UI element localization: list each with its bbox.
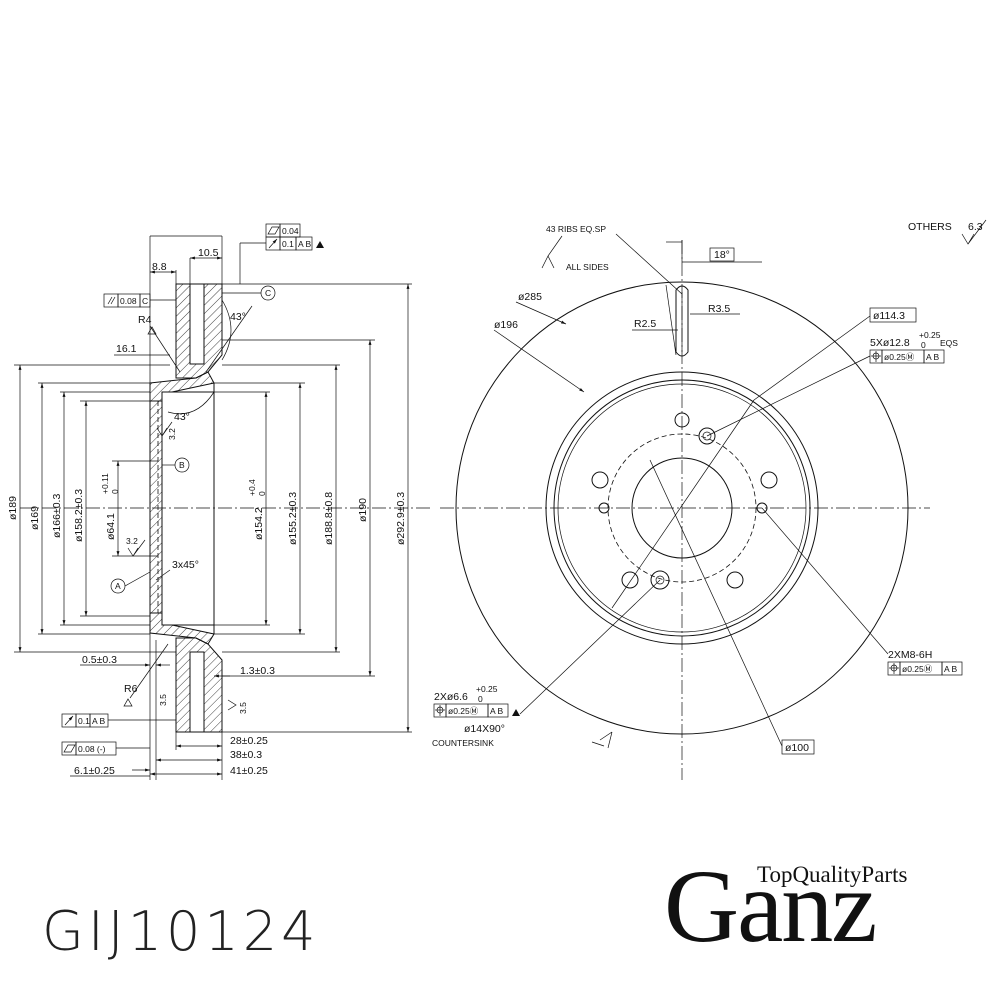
angle-18: 18° bbox=[714, 249, 730, 261]
center-bore bbox=[631, 457, 733, 559]
dim-0-5: 0.5±0.3 bbox=[82, 654, 117, 666]
brand-logo-name: Ganz bbox=[664, 849, 877, 964]
dim-d100: ø100 bbox=[785, 742, 809, 754]
radius-r4: R4 bbox=[138, 314, 152, 326]
brand-tagline: TopQualityParts bbox=[757, 862, 908, 887]
csk-note: ø14X90° bbox=[464, 723, 505, 735]
dim-d196: ø196 bbox=[494, 319, 518, 331]
pos-refs-1: A B bbox=[926, 352, 940, 362]
holes-note: 2Xø6.6 bbox=[434, 691, 468, 703]
studs-note: 5Xø12.8 bbox=[870, 337, 910, 349]
dim-d114-3: ø114.3 bbox=[873, 310, 905, 322]
others-note: OTHERS bbox=[908, 221, 952, 233]
pos-refs-3: A B bbox=[490, 706, 504, 716]
vent-channel-lower bbox=[189, 651, 205, 733]
holes-tol-bot: 0 bbox=[478, 694, 483, 704]
dim-6-1: 6.1±0.25 bbox=[74, 765, 115, 777]
gdt-flatness-bottom-value: 0.08 (-) bbox=[78, 744, 106, 754]
datum-b: B bbox=[179, 460, 185, 470]
thread-note: 2XM8-6H bbox=[888, 649, 932, 661]
friction-inner-edge bbox=[545, 371, 819, 645]
others-value: 6.3 bbox=[968, 221, 983, 233]
surface-3-5-b: 3.5 bbox=[238, 702, 248, 714]
countersink-hole bbox=[650, 570, 670, 590]
pos-tol-1: ø0.25Ⓜ bbox=[884, 352, 915, 362]
gdt-parallel-value: 0.08 bbox=[120, 296, 137, 306]
gdt-runout-refs: A B bbox=[298, 239, 312, 249]
locating-hole bbox=[674, 412, 690, 428]
dim-d158: ø158.2±0.3 bbox=[73, 489, 85, 542]
dim-d154-tol-bot: 0 bbox=[257, 491, 267, 496]
radius-r6: R6 bbox=[124, 683, 138, 695]
dim-d190: ø190 bbox=[357, 498, 369, 522]
dim-d64-tol-bot: 0 bbox=[110, 489, 120, 494]
pos-refs-2: A B bbox=[944, 664, 958, 674]
stud-hole bbox=[726, 571, 744, 589]
pos-tol-3: ø0.25Ⓜ bbox=[448, 706, 479, 716]
dim-d189: ø189 bbox=[7, 496, 19, 520]
countersink-note: COUNTERSINK bbox=[432, 738, 494, 748]
dim-41: 41±0.25 bbox=[230, 765, 268, 777]
dim-d154: ø154.2 bbox=[253, 507, 265, 540]
datum-a: A bbox=[115, 581, 121, 591]
dim-d154-tol-top: +0.4 bbox=[247, 479, 257, 496]
pos-tol-frame-3: ø0.25Ⓜ A B bbox=[433, 703, 509, 718]
pos-tol-frame-2: ø0.25Ⓜ A B bbox=[887, 661, 963, 676]
surface-3-2-b: 3.2 bbox=[126, 536, 138, 546]
dim-d169: ø169 bbox=[29, 506, 41, 530]
dim-28: 28±0.25 bbox=[230, 735, 268, 747]
front-view: 43 RIBS EQ.SP ALL SIDES OTHERS 6.3 18° R… bbox=[432, 219, 987, 780]
ribs-note: 43 RIBS EQ.SP bbox=[546, 224, 606, 234]
radius-r2-5: R2.5 bbox=[634, 318, 656, 330]
dim-d188: ø188.8±0.8 bbox=[323, 492, 335, 545]
dim-10-5: 10.5 bbox=[198, 247, 219, 259]
gdt-parallel-ref: C bbox=[142, 296, 148, 306]
gdt-runout-bottom-refs: A B bbox=[92, 716, 106, 726]
bolt-circle bbox=[607, 433, 757, 583]
dim-8-8: 8.8 bbox=[152, 261, 167, 273]
hat-outer-edge bbox=[553, 379, 811, 637]
dim-16-1: 16.1 bbox=[116, 343, 137, 355]
dim-d2929: ø292.9±0.3 bbox=[395, 492, 407, 545]
dim-38: 38±0.3 bbox=[230, 749, 262, 761]
stud-hole bbox=[760, 471, 778, 489]
all-sides-note: ALL SIDES bbox=[566, 262, 609, 272]
radius-r3-5: R3.5 bbox=[708, 303, 730, 315]
gdt-runout-bottom-value: 0.1 bbox=[78, 716, 90, 726]
vent-rib bbox=[675, 285, 689, 357]
pos-tol-frame-1: ø0.25Ⓜ A B bbox=[869, 349, 945, 364]
dim-d166: ø166±0.3 bbox=[51, 494, 63, 538]
surface-3-2-a: 3.2 bbox=[167, 428, 177, 440]
dim-d285: ø285 bbox=[518, 291, 542, 303]
gdt-runout-value: 0.1 bbox=[282, 239, 294, 249]
gdt-parallel-frame: 0.08 C bbox=[103, 293, 151, 308]
gdt-frame-top: 0.04 0.1 A B bbox=[265, 223, 324, 251]
thread-hole bbox=[598, 502, 610, 514]
gdt-frame-bottom: 0.1 A B 0.08 (-) bbox=[61, 713, 117, 756]
stud-hole bbox=[698, 427, 716, 445]
studs-tol-top: +0.25 bbox=[919, 330, 941, 340]
gdt-flatness-value: 0.04 bbox=[282, 226, 299, 236]
vent-channel-upper bbox=[189, 283, 205, 365]
studs-tol-bot: 0 bbox=[921, 340, 926, 350]
angle-43-upper: 43° bbox=[230, 311, 246, 323]
dim-d155: ø155.2±0.3 bbox=[287, 492, 299, 545]
pos-tol-2: ø0.25Ⓜ bbox=[902, 664, 933, 674]
chamfer-3x45: 3x45° bbox=[172, 559, 199, 571]
dim-d64: ø64.1 bbox=[105, 513, 117, 540]
studs-eqs: EQS bbox=[940, 338, 958, 348]
section-arrow bbox=[599, 731, 613, 749]
surface-3-5-a: 3.5 bbox=[158, 694, 168, 706]
section-view: ø189 ø169 ø166±0.3 ø158.2±0.3 ø64.1 +0.1… bbox=[7, 223, 430, 780]
datum-c: C bbox=[265, 288, 271, 298]
thread-hole bbox=[756, 502, 768, 514]
dim-1-3: 1.3±0.3 bbox=[240, 665, 275, 677]
dim-d64-tol-top: +0.11 bbox=[100, 473, 110, 494]
holes-tol-top: +0.25 bbox=[476, 684, 498, 694]
stud-hole bbox=[621, 571, 639, 589]
disc-outer-edge bbox=[455, 281, 909, 735]
stud-hole bbox=[591, 471, 609, 489]
part-number: GIJ10124 bbox=[42, 900, 320, 963]
